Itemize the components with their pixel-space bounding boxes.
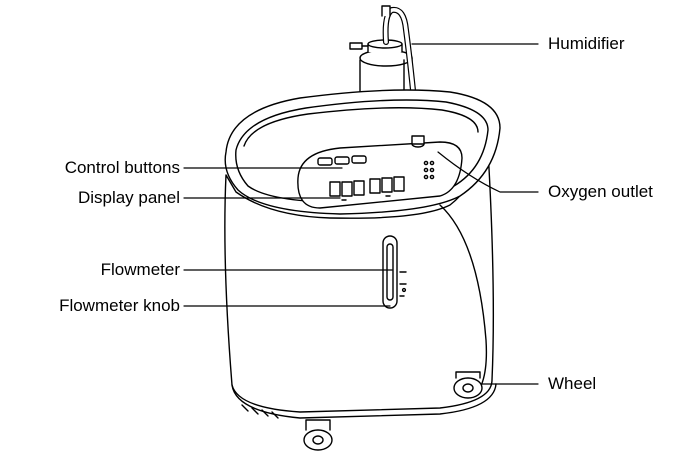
wheel-label: Wheel (548, 374, 597, 393)
wheels (303, 371, 483, 451)
main-body (224, 149, 497, 419)
oxygen-outlet (411, 135, 425, 148)
leader-lines (183, 43, 539, 385)
flowmeter (382, 235, 407, 309)
oxygen-outlet-label: Oxygen outlet (548, 182, 653, 201)
flowmeter-knob-label: Flowmeter knob (59, 296, 180, 315)
control-buttons-label: Control buttons (64, 158, 180, 177)
oxygen-tube (381, 5, 420, 143)
flowmeter-label: Flowmeter (100, 260, 180, 279)
display-panel-label: Display panel (77, 188, 180, 207)
humidifier-label: Humidifier (548, 34, 625, 53)
control-panel (297, 141, 463, 209)
